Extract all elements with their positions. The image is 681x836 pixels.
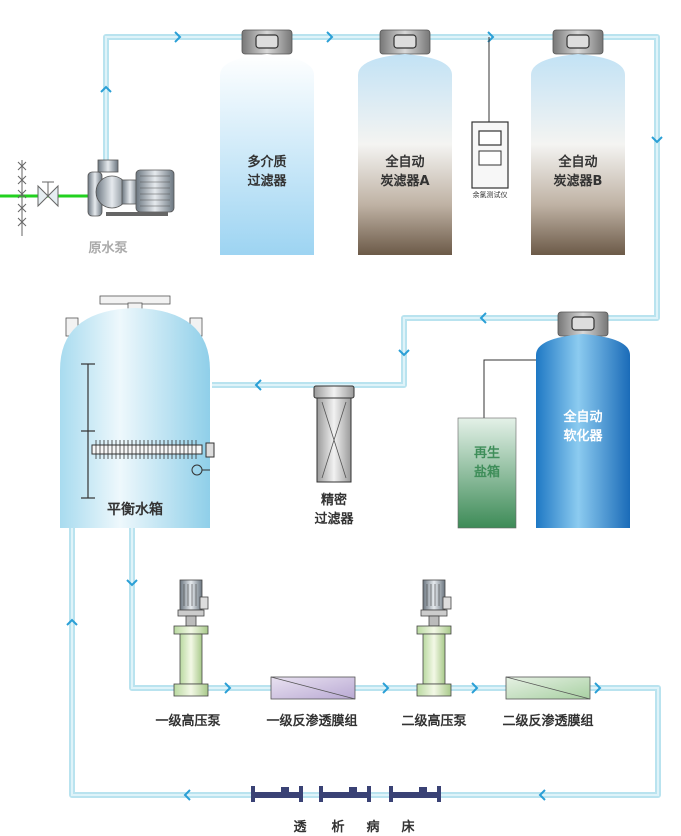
flow-arrow [651,136,663,144]
flow-arrow [487,31,495,43]
bed-char-1: 透 [293,820,306,835]
flow-arrow [479,312,487,324]
flow-arrow [174,31,182,43]
hp-pump-2: 二级高压泵 [401,579,467,729]
hp-pump-1: 一级高压泵 [155,579,221,729]
dialysis-bed-icon [251,786,303,802]
flow-arrow [224,682,232,694]
raw-pump-icon [87,159,175,217]
salt-tank-label-2: 盐箱 [474,464,500,480]
hp-pump-1-label: 一级高压泵 [155,713,220,729]
salt-tank-label-1: 再生 [474,445,500,461]
flow-arrow [66,618,78,626]
flow-arrow [471,682,479,694]
multi-media-filter-label-2: 过滤器 [247,173,287,189]
multi-media-filter-label-1: 多介质 [247,154,286,170]
raw-water-inlet: 原水泵 [0,159,175,256]
distributor-icon [91,440,215,459]
precision-filter: 精密 过滤器 [313,385,355,527]
carbon-filter-a: 全自动 炭滤器A [358,29,452,255]
balance-tank: 平衡水箱 [60,295,215,528]
bed-char-2: 析 [331,819,344,835]
raw-pump-label: 原水泵 [88,240,127,256]
dialysis-bed-icon [319,786,371,802]
flow-arrow [594,682,602,694]
carbon-filter-b: 全自动 炭滤器B [531,29,625,255]
multi-media-filter: 多介质 过滤器 [220,29,314,255]
salt-tank: 再生 盐箱 [457,359,536,529]
precision-filter-label-2: 过滤器 [314,511,354,527]
flow-arrow [326,31,334,43]
flow-arrows [66,31,663,801]
dialysis-bed-icon [389,786,441,802]
softener-label-1: 全自动 [562,409,602,425]
ro-membrane-1: 一级反渗透膜组 [266,676,358,729]
chlorine-tester-label: 余氯测试仪 [473,190,508,199]
balance-tank-label: 平衡水箱 [107,501,163,518]
carbon-filter-b-label-2: 炭滤器B [554,173,603,189]
flow-arrow [382,682,390,694]
valve-icon [17,160,59,236]
ro-membrane-2-label: 二级反渗透膜组 [502,713,593,729]
hp-pump-2-label: 二级高压泵 [401,713,466,729]
ro-membrane-1-label: 一级反渗透膜组 [266,713,357,729]
flow-arrow [254,379,262,391]
pipe-tank-to-pump1 [69,528,661,798]
flow-arrow [183,789,191,801]
carbon-filter-a-label-2: 炭滤器A [380,173,429,189]
dialysis-beds [251,786,441,802]
bed-char-4: 床 [401,819,415,835]
bed-char-3: 病 [366,819,379,835]
flow-arrow [538,789,546,801]
dialysis-bed-caption: 透 析 病 床 [293,819,415,835]
softener: 全自动 软化器 [536,311,630,528]
flow-arrow [126,579,138,587]
flow-arrow [100,85,112,93]
carbon-filter-b-label-1: 全自动 [557,154,597,170]
softener-label-2: 软化器 [563,428,603,444]
carbon-filter-a-label-1: 全自动 [384,154,424,170]
precision-filter-label-1: 精密 [321,492,347,508]
flow-arrow [398,349,410,357]
chlorine-tester: 余氯测试仪 [471,37,509,199]
ro-membrane-2: 二级反渗透膜组 [502,676,594,729]
